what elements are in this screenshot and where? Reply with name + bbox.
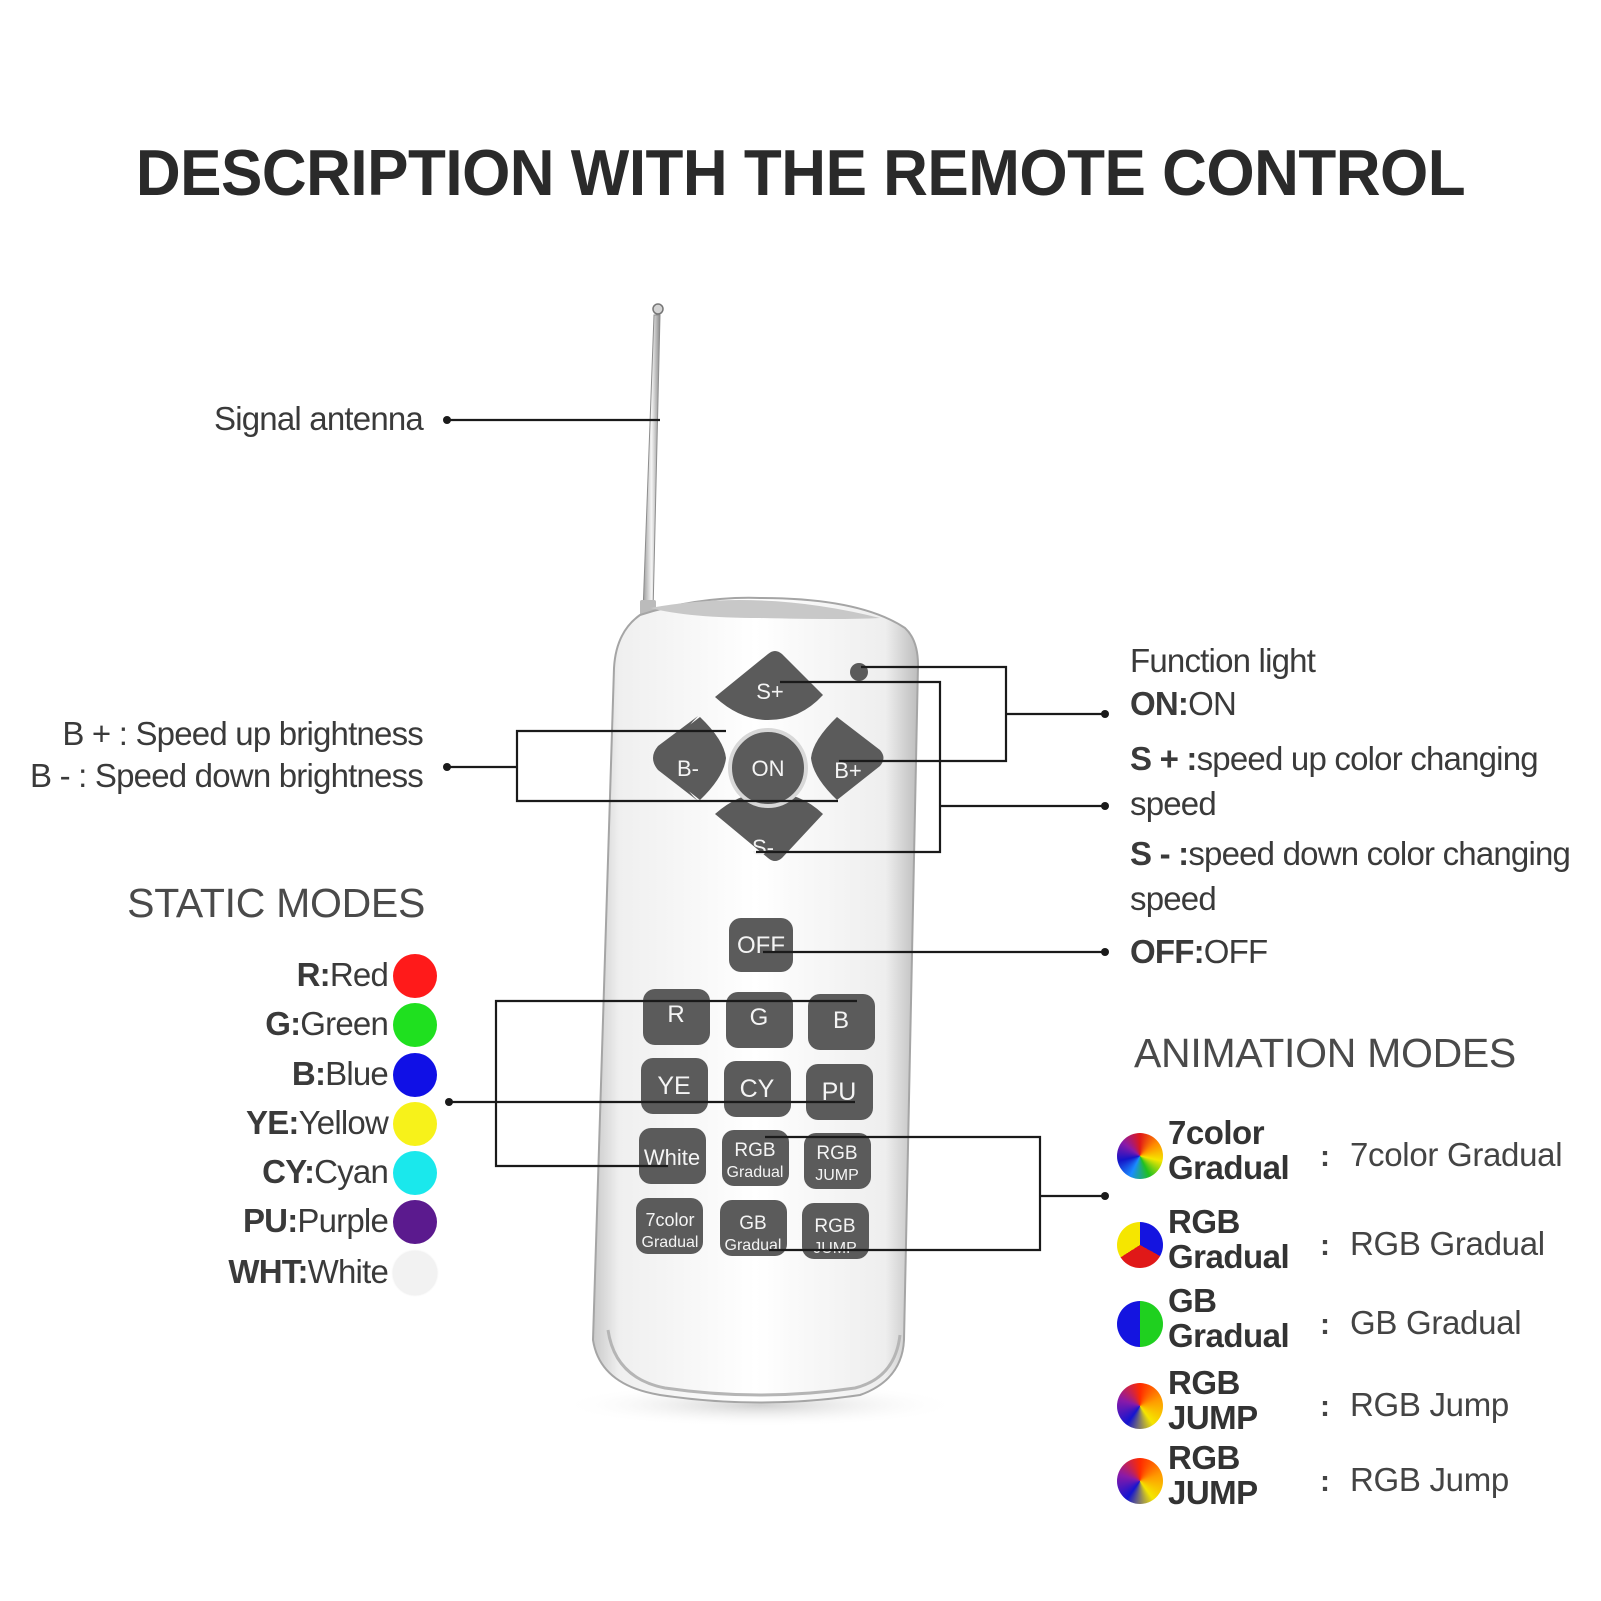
label-off-value: OFF [1203, 933, 1268, 970]
label-signal-antenna: Signal antenna [214, 400, 424, 437]
page-title: DESCRIPTION WITH THE REMOTE CONTROL [135, 137, 1466, 210]
static-mode-name: Yellow [298, 1104, 389, 1141]
label-b-plus: B + : Speed up brightness [62, 715, 423, 753]
label-on: ON:ON [1130, 685, 1237, 723]
static-mode-label: R:Red [296, 956, 389, 994]
static-mode-key: CY: [262, 1153, 315, 1190]
static-mode-label: B:Blue [291, 1055, 389, 1093]
label-s-plus-value: speed up color changing [1196, 740, 1539, 777]
label-s-minus: S - :speed down color changing [1130, 835, 1571, 873]
rainbow-swirl-icon [1117, 1133, 1163, 1179]
animation-mode-separator: : [1320, 1308, 1330, 1341]
key-b-minus[interactable]: B- [677, 756, 699, 781]
leader-lines [448, 418, 1104, 1252]
static-mode-label: CY:Cyan [262, 1153, 389, 1191]
label-s-plus-cont: speed [1130, 785, 1217, 822]
key-rgb-gradual-line1[interactable]: RGB [734, 1140, 775, 1161]
label-function-light: Function light [1130, 642, 1316, 679]
static-mode-name: White [307, 1253, 389, 1290]
label-off: OFF:OFF [1130, 933, 1268, 971]
gb-swirl-icon [1117, 1301, 1163, 1347]
key-gb-gradual-line2: Gradual [725, 1237, 782, 1254]
key-on[interactable]: ON [752, 756, 785, 781]
label-b-minus-text: B - : Speed down brightness [30, 757, 424, 794]
animation-mode-description: RGB Gradual [1350, 1225, 1545, 1262]
label-s-minus-cont: speed [1130, 880, 1217, 917]
key-b[interactable]: B [833, 1007, 849, 1034]
key-7color-line2: Gradual [642, 1234, 699, 1251]
static-mode-name: Green [300, 1005, 389, 1042]
static-mode-key: PU: [242, 1202, 298, 1239]
label-off-key: OFF: [1130, 933, 1205, 970]
label-s-plus-key: S + : [1130, 740, 1197, 777]
color-swatch-icon [393, 954, 437, 998]
label-s-minus-key: S - : [1130, 835, 1189, 872]
animation-mode-name: RGB JUMP [1168, 1439, 1258, 1511]
key-r[interactable]: R [667, 1001, 684, 1028]
key-s-plus[interactable]: S+ [756, 679, 784, 704]
static-mode-key: R: [296, 956, 331, 993]
static-mode-label: G:Green [265, 1005, 389, 1043]
label-s-minus-value: speed down color changing [1188, 835, 1571, 872]
label-b-minus: B - : Speed down brightness [30, 757, 424, 795]
key-rgb-gradual-line2: Gradual [727, 1164, 784, 1181]
static-mode-name: Red [329, 956, 389, 993]
key-7color-line1[interactable]: 7color [645, 1210, 694, 1230]
label-s-plus: S + :speed up color changing [1130, 740, 1539, 778]
animation-mode-separator: : [1320, 1140, 1330, 1173]
key-off[interactable]: OFF [737, 932, 785, 959]
animation-mode-separator: : [1320, 1390, 1330, 1423]
static-mode-key: G: [265, 1005, 301, 1042]
color-swatch-icon [393, 1003, 437, 1047]
color-swatch-icon [393, 1251, 437, 1295]
color-swatch-icon [393, 1151, 437, 1195]
animation-mode-name: GB Gradual [1168, 1282, 1290, 1354]
label-on-value: ON [1188, 685, 1237, 722]
key-cy[interactable]: CY [740, 1075, 775, 1103]
static-mode-name: Blue [325, 1055, 389, 1092]
key-rgb-jump-b-line2: JUMP [813, 1240, 857, 1257]
key-s-minus[interactable]: S- [752, 835, 774, 860]
rgb-swirl-icon [1117, 1222, 1163, 1268]
animation-mode-separator: : [1320, 1229, 1330, 1262]
animation-mode-name: RGB Gradual [1168, 1203, 1290, 1275]
key-b-plus[interactable]: B+ [834, 758, 862, 783]
static-mode-name: Purple [297, 1202, 388, 1239]
color-swatch-icon [393, 1200, 437, 1244]
static-modes-heading: STATIC MODES [127, 880, 425, 926]
leader-dots [443, 416, 1109, 1200]
animation-mode-separator: : [1320, 1465, 1330, 1498]
key-rgb-jump-b-line1[interactable]: RGB [814, 1216, 855, 1237]
label-b-plus-text: B + : Speed up brightness [62, 715, 423, 752]
key-gb-gradual-line1[interactable]: GB [739, 1213, 766, 1234]
static-mode-label: YE:Yellow [245, 1104, 389, 1142]
static-mode-label: WHT:White [228, 1253, 388, 1291]
dpad: S+ S- B- B+ ON [653, 651, 884, 861]
animation-modes-heading: ANIMATION MODES [1134, 1030, 1516, 1076]
rgb-jump-swirl-icon [1117, 1383, 1163, 1429]
antenna [640, 303, 664, 620]
key-g[interactable]: G [750, 1004, 769, 1031]
static-mode-key: WHT: [228, 1253, 308, 1290]
rgb-jump-swirl-icon [1117, 1458, 1163, 1504]
color-swatch-icon [393, 1102, 437, 1146]
animation-mode-name: RGB JUMP [1168, 1364, 1258, 1436]
animation-mode-description: RGB Jump [1350, 1386, 1509, 1423]
key-ye[interactable]: YE [657, 1072, 690, 1100]
static-mode-key: B: [291, 1055, 326, 1092]
animation-mode-description: 7color Gradual [1350, 1136, 1563, 1173]
label-on-key: ON: [1130, 685, 1189, 722]
keypad [636, 918, 875, 1259]
animation-mode-description: RGB Jump [1350, 1461, 1509, 1498]
color-swatch-icon [393, 1053, 437, 1097]
animation-mode-description: GB Gradual [1350, 1304, 1522, 1341]
static-mode-key: YE: [245, 1104, 299, 1141]
static-mode-label: PU:Purple [242, 1202, 389, 1240]
key-rgb-jump-line1[interactable]: RGB [816, 1143, 857, 1164]
animation-mode-name: 7color Gradual [1168, 1114, 1290, 1186]
key-rgb-jump-line2: JUMP [815, 1167, 859, 1184]
static-mode-name: Cyan [314, 1153, 389, 1190]
